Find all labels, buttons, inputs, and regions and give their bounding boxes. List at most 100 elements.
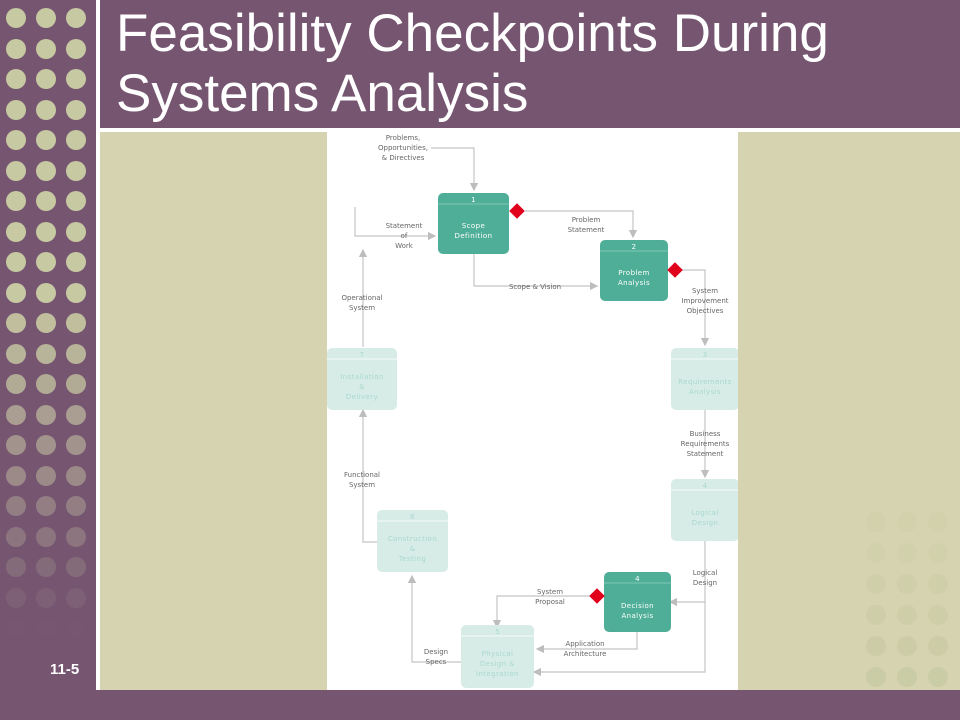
decorative-dot <box>66 557 86 577</box>
decorative-dot <box>66 343 86 364</box>
decorative-dot <box>66 38 86 59</box>
flow-line-scope-vision <box>473 254 599 291</box>
decorative-dot <box>36 343 56 364</box>
phase-box-5-physical-design: 5 Physical Design & Integration <box>461 625 534 688</box>
decorative-dot <box>36 252 56 272</box>
decorative-dot <box>897 636 917 656</box>
label-statement-of-work-line-3: Work <box>395 242 414 250</box>
decorative-dot <box>6 526 26 547</box>
checkpoint-diamond-2 <box>667 262 683 278</box>
bottom-bar <box>0 690 960 720</box>
decorative-dot <box>66 160 86 181</box>
decorative-dot <box>928 667 948 687</box>
decorative-dot <box>928 543 948 563</box>
decorative-dot <box>6 496 26 516</box>
decorative-dot <box>897 574 917 594</box>
flow-line-functional-system <box>358 408 377 543</box>
decorative-dot <box>6 221 26 242</box>
decorative-dot <box>6 374 26 394</box>
label-operational-system-line-2: System <box>349 304 375 312</box>
phase-box-7-installation-delivery: 7 Installation & Delivery <box>327 348 397 410</box>
label-operational-system-line-1: Operational <box>341 294 382 302</box>
flow-line-statement-of-work <box>354 207 437 241</box>
label-logical-design-line-1: Logical <box>693 569 718 577</box>
decorative-dot <box>66 404 86 425</box>
flow-line-logical-design-to-physical <box>532 602 706 677</box>
decorative-dot <box>36 526 56 547</box>
decorative-dot <box>6 99 26 120</box>
decorative-dot <box>866 667 886 687</box>
decorative-dot <box>66 130 86 150</box>
decorative-dot <box>6 69 26 89</box>
svg-text:Construction: Construction <box>388 535 437 543</box>
decorative-dot <box>6 191 26 211</box>
svg-text:Integration: Integration <box>476 670 519 678</box>
decorative-dot <box>66 69 86 89</box>
decorative-dot <box>6 313 26 333</box>
label-problems-line-3: & Directives <box>382 154 425 162</box>
label-system-improvement-line-3: Objectives <box>687 307 724 315</box>
phase-box-1-scope-definition: 1 Scope Definition <box>438 193 509 254</box>
decorative-dot <box>897 667 917 687</box>
phase-box-3-requirements-analysis: 3 Requirements Analysis <box>671 348 738 410</box>
decorative-dot <box>6 557 26 577</box>
label-functional-system-line-2: System <box>349 481 375 489</box>
slide-title-line-2: Systems Analysis <box>116 64 529 123</box>
svg-text:Physical: Physical <box>482 650 514 658</box>
svg-text:Delivery: Delivery <box>346 393 378 401</box>
flow-line-application-architecture <box>535 632 638 654</box>
decorative-dot <box>897 512 917 532</box>
svg-text:&: & <box>410 545 416 553</box>
decorative-dot <box>866 512 886 532</box>
decorative-dot <box>866 605 886 625</box>
decorative-dot <box>66 252 86 272</box>
svg-text:4: 4 <box>703 482 708 490</box>
decorative-dot <box>66 313 86 333</box>
decorative-dot <box>36 282 56 303</box>
decorative-dot <box>66 8 86 28</box>
decorative-dot <box>36 69 56 89</box>
svg-text:Installation: Installation <box>340 373 384 381</box>
label-problem-statement-line-2: Statement <box>568 226 605 234</box>
flow-line-design-specs <box>407 574 461 663</box>
label-system-proposal-line-2: Proposal <box>535 598 565 606</box>
label-statement-of-work-line-1: Statement <box>386 222 423 230</box>
decorative-dot <box>66 221 86 242</box>
decorative-dot <box>928 636 948 656</box>
svg-text:7: 7 <box>360 351 365 359</box>
decorative-dot <box>66 191 86 211</box>
decorative-dot <box>36 160 56 181</box>
slide-number: 11-5 <box>50 661 80 678</box>
svg-text:Scope: Scope <box>462 222 485 230</box>
svg-text:5: 5 <box>495 628 500 636</box>
svg-text:Design: Design <box>692 519 719 527</box>
decorative-dot <box>36 374 56 394</box>
decorative-dot <box>866 574 886 594</box>
label-business-requirements-line-2: Requirements <box>681 440 730 448</box>
svg-text:Requirements: Requirements <box>678 378 731 386</box>
svg-text:4: 4 <box>635 575 640 583</box>
label-scope-vision: Scope & Vision <box>509 283 561 291</box>
decorative-dot <box>36 557 56 577</box>
decorative-dot <box>36 435 56 455</box>
process-diagram: 1 Scope Definition 2 Problem Analysis 3 … <box>327 132 738 690</box>
decorative-dot <box>866 636 886 656</box>
decorative-dot <box>36 38 56 59</box>
decorative-dot <box>66 374 86 394</box>
divider-horizontal <box>96 128 960 132</box>
decorative-dot <box>928 605 948 625</box>
decorative-dot <box>6 618 26 638</box>
decorative-dot <box>928 574 948 594</box>
decorative-dot <box>6 282 26 303</box>
decorative-dot <box>36 8 56 28</box>
divider-vertical <box>96 0 100 720</box>
label-application-architecture-line-1: Application <box>565 640 604 648</box>
flow-line-system-proposal <box>492 595 593 629</box>
decorative-dot <box>6 252 26 272</box>
decorative-dot <box>36 496 56 516</box>
svg-text:3: 3 <box>703 351 708 359</box>
decorative-dot <box>36 618 56 638</box>
decorative-dot <box>66 587 86 608</box>
label-design-specs-line-1: Design <box>424 648 448 656</box>
label-problems-line-2: Opportunities, <box>378 144 428 152</box>
